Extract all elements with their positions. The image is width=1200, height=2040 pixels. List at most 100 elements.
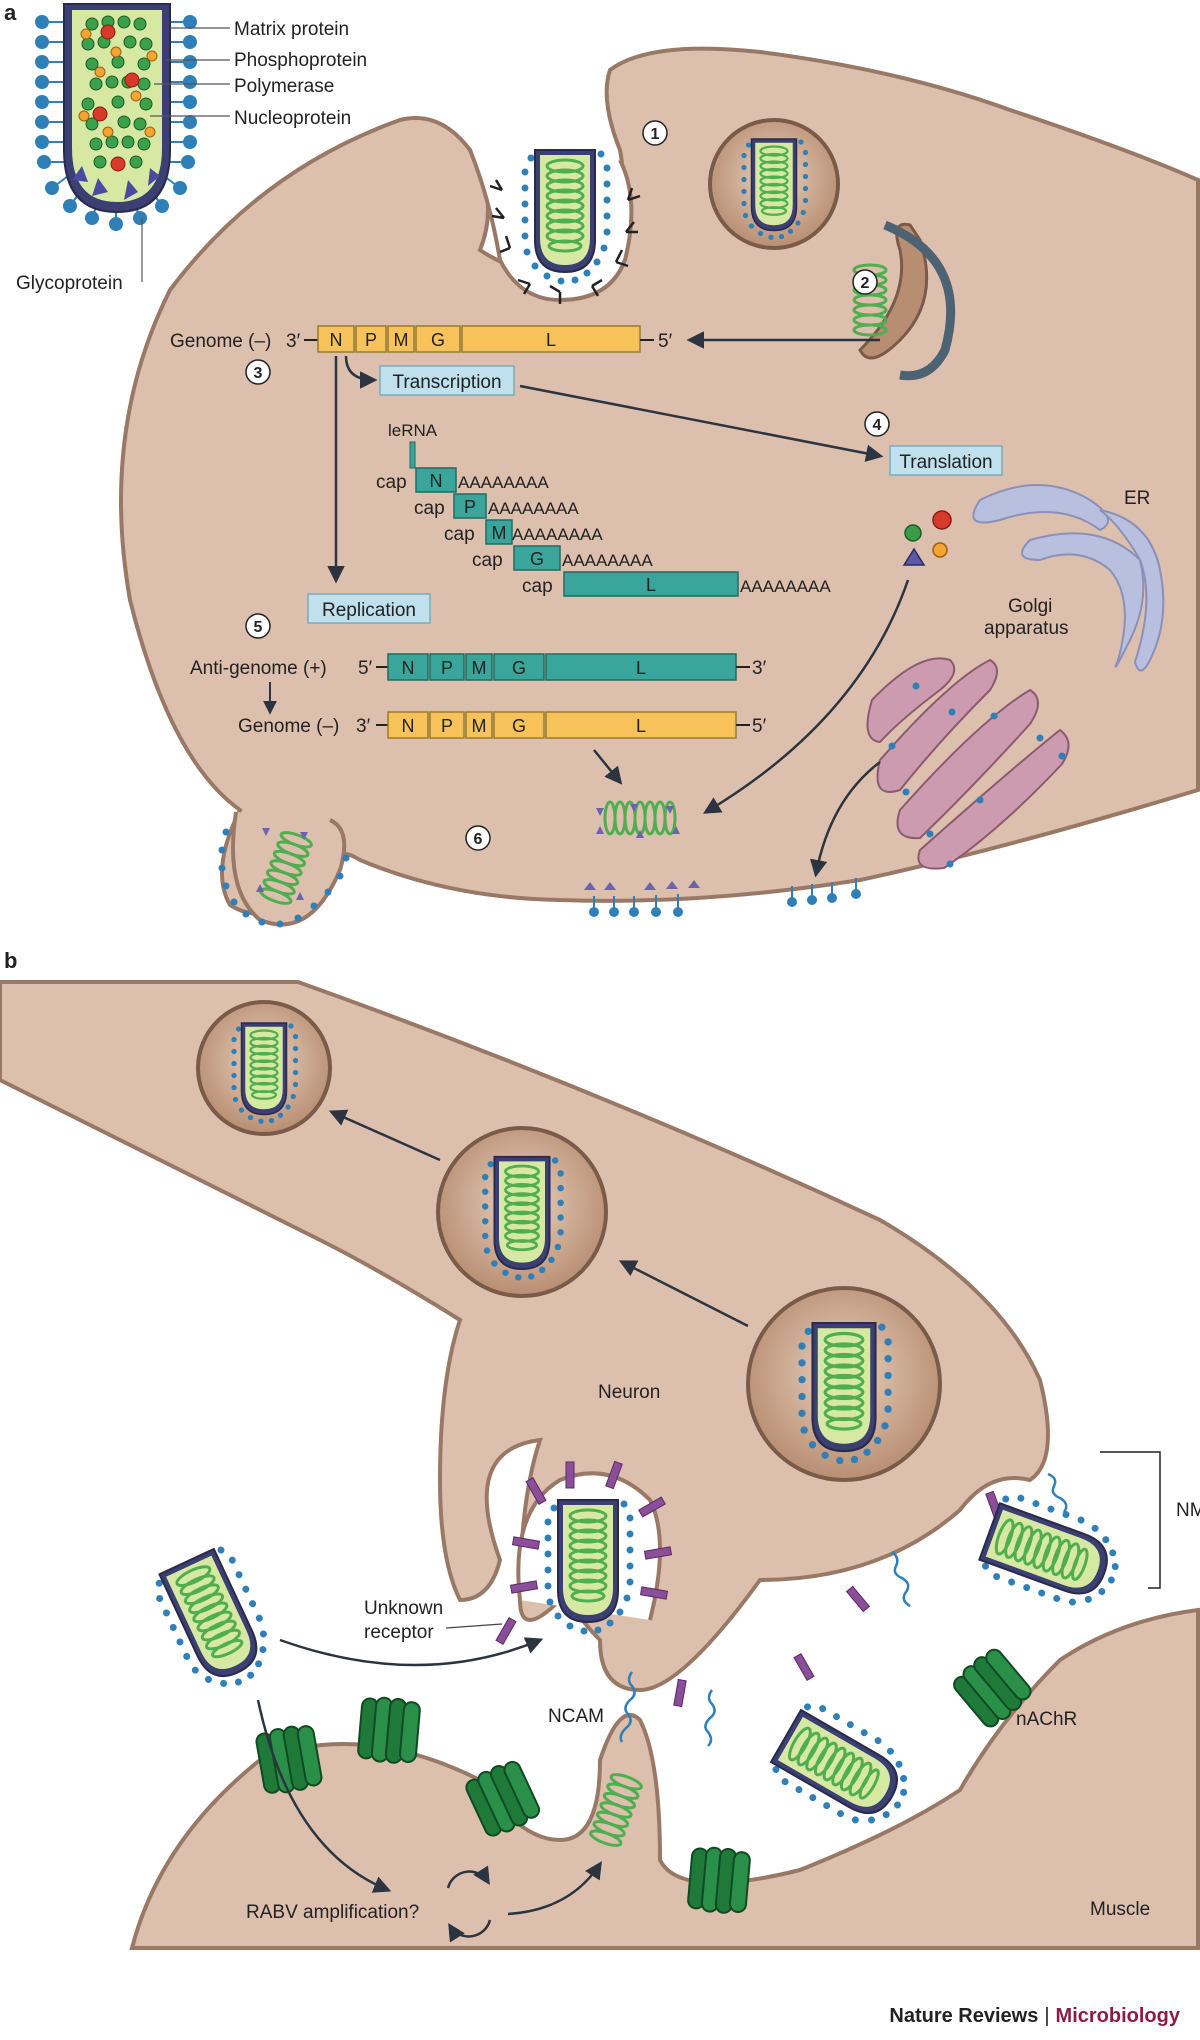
amplification-label: RABV amplification? [246, 1902, 419, 1923]
antigenome-gene-m: M [472, 658, 487, 678]
endoplasmic-reticulum [972, 484, 1165, 672]
cap-2: cap [414, 498, 445, 519]
genome2-3prime: 3′ [356, 716, 371, 737]
viral-proteins [902, 510, 952, 566]
mrna-m: M [492, 523, 507, 543]
genome-gene-n: N [330, 330, 343, 350]
antigenome-3prime: 3′ [752, 658, 767, 679]
nmj-label: NMJ [1176, 1500, 1200, 1521]
polya-4: AAAAAAAA [562, 551, 653, 570]
panel-label-a: a [4, 0, 17, 25]
lerna-label: leRNA [388, 421, 438, 440]
genome-segments [317, 325, 641, 353]
journal-footer: Nature Reviews|Microbiology [889, 2005, 1180, 2028]
genome-gene-m: M [394, 330, 409, 350]
budding-virion [218, 811, 350, 928]
step-5: 5 [254, 619, 263, 636]
translation-label: Translation [899, 452, 992, 473]
nmj-virion-2 [762, 1695, 927, 1843]
transcription-box [379, 365, 515, 396]
virion-schematic [35, 3, 230, 282]
label-polymerase: Polymerase [234, 76, 334, 97]
arrow-to-amplification [256, 1699, 392, 1893]
antigenome-segments [387, 653, 737, 681]
genome-gene-p: P [365, 330, 377, 350]
membrane-matrix [584, 880, 700, 890]
arrow-retrograde-1 [328, 1109, 441, 1162]
er-label: ER [1124, 488, 1150, 509]
label-glycoprotein: Glycoprotein [16, 273, 123, 294]
step-6: 6 [474, 831, 483, 848]
replication-label: Replication [322, 600, 416, 621]
genome-label: Genome (–) [170, 331, 271, 352]
mrna-list: cap N AAAAAAAA cap P AAAAAAAA cap M AAAA… [376, 467, 831, 597]
free-virion [145, 1540, 287, 1704]
arrow-retrograde-2 [618, 1260, 749, 1328]
cap-3: cap [444, 524, 475, 545]
matrix-triangles [596, 804, 680, 838]
label-nucleoprotein: Nucleoprotein [234, 108, 351, 129]
muscle-body [129, 1607, 1200, 1950]
arrow-to-translation [519, 384, 884, 462]
genome2-gene-l: L [636, 716, 646, 736]
cap-1: cap [376, 472, 407, 493]
golgi-label-2: apparatus [984, 618, 1069, 639]
polya-5: AAAAAAAA [740, 577, 831, 596]
label-matrix-protein: Matrix protein [234, 19, 349, 40]
polya-3: AAAAAAAA [512, 525, 603, 544]
step-2: 2 [861, 275, 870, 292]
antigenome-gene-n: N [402, 658, 415, 678]
transcription-label: Transcription [392, 372, 501, 393]
genome2-gene-p: P [441, 716, 453, 736]
unknown-receptor-label-2: receptor [364, 1622, 434, 1643]
mrna-p: P [464, 497, 476, 517]
step-1: 1 [651, 126, 660, 143]
genome2-gene-g: G [512, 716, 526, 736]
cap-5: cap [522, 576, 553, 597]
arrow-protein-to-assembly [702, 579, 910, 814]
journal-section: Microbiology [1055, 2005, 1180, 2027]
muscle-label: Muscle [1090, 1899, 1150, 1920]
golgi-glycoproteins [888, 682, 1066, 868]
genome2-label: Genome (–) [238, 716, 339, 737]
genome2-segments [387, 711, 737, 739]
panel-label-b: b [4, 948, 17, 973]
golgi-label-1: Golgi [1008, 596, 1052, 617]
antigenome-5prime: 5′ [358, 658, 373, 679]
step-markers: 1 2 3 4 5 6 [245, 120, 890, 851]
genome-5prime: 5′ [658, 331, 673, 352]
cycle-icon [446, 1865, 492, 1943]
fusion-vesicle [858, 222, 929, 360]
polya-1: AAAAAAAA [458, 473, 549, 492]
nmj-bracket [1100, 1451, 1161, 1589]
antigenome-gene-p: P [441, 658, 453, 678]
antigenome-gene-l: L [636, 658, 646, 678]
arrow-amplification-to-muscle [507, 1861, 602, 1916]
step-4: 4 [873, 417, 882, 434]
genome-gene-g: G [431, 330, 445, 350]
neuron-label: Neuron [598, 1382, 660, 1403]
footer-separator: | [1044, 2005, 1050, 2027]
genome-gene-l: L [546, 330, 556, 350]
translation-box [889, 445, 1003, 476]
receptor-ticks [489, 179, 641, 304]
genome2-gene-m: M [472, 716, 487, 736]
replication-box [307, 593, 431, 624]
golgi-apparatus [866, 657, 1070, 870]
mrna-l: L [646, 575, 656, 595]
mrna-g: G [530, 549, 544, 569]
genome-3prime: 3′ [286, 331, 301, 352]
arrow-virion-to-pit [279, 1637, 544, 1667]
nachr-label: nAChR [1016, 1709, 1077, 1730]
ncam-molecules [619, 1472, 1068, 1747]
membrane-glycoproteins [589, 878, 861, 917]
antigenome-gene-g: G [512, 658, 526, 678]
genome2-5prime: 5′ [752, 716, 767, 737]
genome2-gene-n: N [402, 716, 415, 736]
mrna-n: N [430, 471, 443, 491]
antigenome-label: Anti-genome (+) [190, 658, 327, 679]
step-3: 3 [254, 365, 263, 382]
cap-4: cap [472, 550, 503, 571]
nmj-virion-1 [973, 1487, 1134, 1620]
